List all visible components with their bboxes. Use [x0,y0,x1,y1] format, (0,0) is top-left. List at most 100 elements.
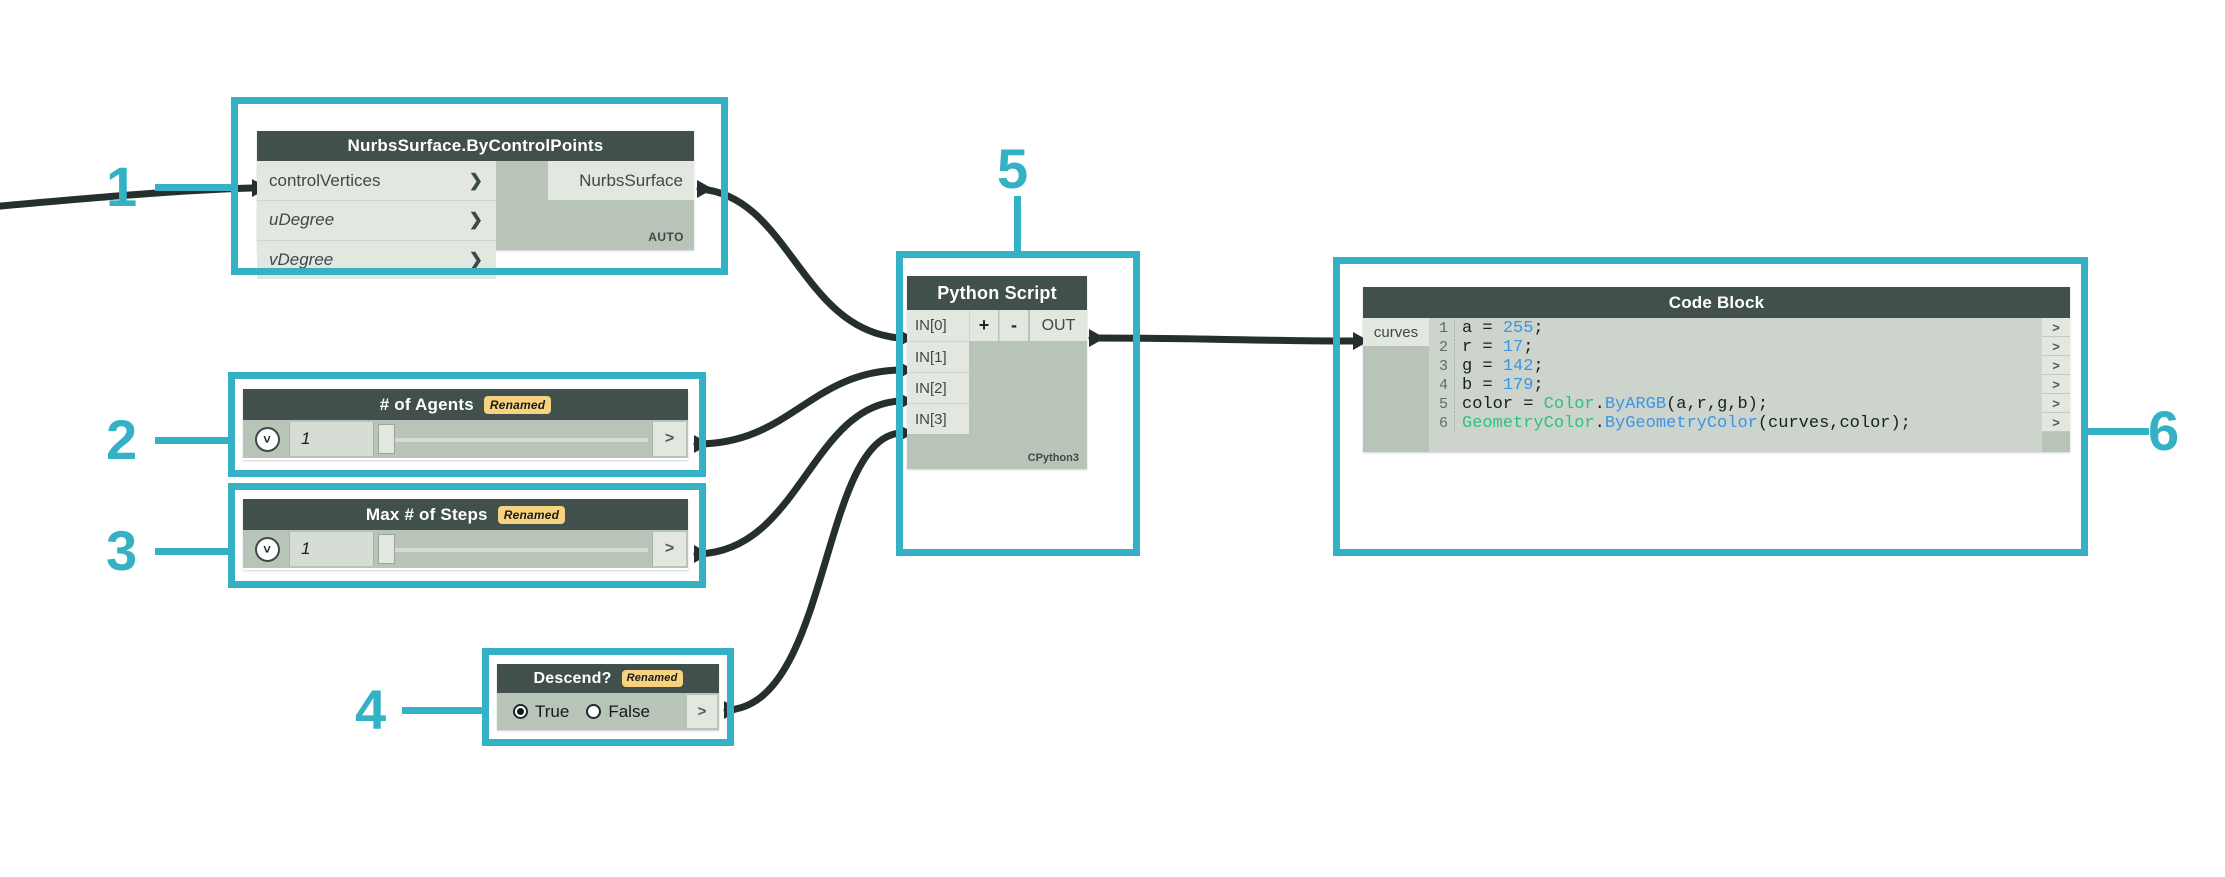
wire-steps-to-in2 [693,397,904,558]
port-in-3[interactable]: IN[3] [907,403,969,434]
code-token: (a,r,g,b); [1666,395,1769,414]
slider-thumb[interactable] [378,424,395,454]
port-slider-output[interactable]: > [652,422,686,456]
code-token: ByGeometryColor [1604,414,1758,433]
node-title: # of Agents Renamed [243,389,688,420]
code-token: 17 [1502,338,1524,357]
port-nurbssurface-output[interactable]: NurbsSurface [548,161,694,200]
node-python-script[interactable]: Python Script IN[0] IN[1] IN[2] IN[3] + … [907,276,1087,469]
radio-selected-dot [517,708,524,715]
leader-line-3 [155,548,233,555]
node-number-slider-agents[interactable]: # of Agents Renamed ˅ 1 > [243,389,688,460]
slider-track[interactable] [373,422,652,456]
radio-true[interactable] [513,704,528,719]
node-body: controlVertices ❯ uDegree ❯ vDegree ❯ Nu… [257,161,694,279]
chevron-down-icon[interactable]: ˅ [254,426,280,452]
input-port-column: IN[0] IN[1] IN[2] IN[3] [907,310,969,434]
node-number-slider-steps[interactable]: Max # of Steps Renamed ˅ 1 > [243,499,688,570]
port-out[interactable]: OUT [1030,310,1087,341]
wire-descend-to-in3 [723,429,904,714]
highlight-box-4 [482,648,734,746]
port-boolean-output[interactable]: > [687,695,717,728]
remove-input-button[interactable]: - [999,310,1028,341]
radio-true-label[interactable]: True [535,701,570,721]
port-controlvertices[interactable]: controlVertices ❯ [257,161,496,200]
port-codeblock-output[interactable]: > [2042,356,2070,375]
node-title-text: Max # of Steps [365,504,488,524]
chevron-down-icon[interactable]: ˅ [254,536,280,562]
node-boolean-descend[interactable]: Descend? Renamed True False > [497,664,719,730]
wire-nurbs-to-in0 [696,185,904,342]
port-codeblock-output[interactable]: > [2042,375,2070,394]
radio-false-label[interactable]: False [608,701,650,721]
port-label: uDegree [269,210,335,230]
leader-line-2 [155,437,233,444]
slider-value-field[interactable]: 1 [289,532,373,566]
node-nurbssurface-bycontrolpoints[interactable]: NurbsSurface.ByControlPoints controlVert… [257,131,694,279]
node-title: Code Block [1363,287,2070,318]
code-line-number: 1 [1429,320,1455,337]
port-codeblock-output[interactable]: > [2042,413,2070,432]
leader-line-6 [2081,428,2149,435]
node-title-text: Python Script [937,282,1057,303]
highlight-box-2 [228,372,706,477]
slider-value-field[interactable]: 1 [289,422,373,456]
leader-line-5 [1014,196,1021,256]
port-label: controlVertices [269,170,381,190]
code-token: ; [1533,357,1544,376]
code-line-number: 4 [1429,377,1455,394]
input-port-column: curves [1363,318,1429,452]
node-body: ˅ 1 > [243,420,688,458]
port-codeblock-output[interactable]: > [2042,318,2070,337]
boolean-options: True False [499,695,687,728]
code-line-number: 2 [1429,339,1455,356]
port-codeblock-output[interactable]: > [2042,337,2070,356]
slider-track-line [394,548,648,552]
code-token: 179 [1502,376,1534,395]
port-udegree[interactable]: uDegree ❯ [257,200,496,240]
chevron-right-icon[interactable]: ❯ [468,210,483,230]
port-label: vDegree [269,249,334,269]
port-codeblock-output[interactable]: > [2042,394,2070,413]
port-in-2[interactable]: IN[2] [907,372,969,403]
chevron-right-icon[interactable]: ❯ [468,249,483,269]
output-port-column: >>>>>> [2042,318,2070,452]
python-engine-label: CPython3 [1027,452,1079,464]
node-title: Python Script [907,276,1087,310]
slider-settings-dropdown[interactable]: ˅ [245,532,289,566]
node-title: NurbsSurface.ByControlPoints [257,131,694,161]
slider-track[interactable] [373,532,652,566]
slider-settings-dropdown[interactable]: ˅ [245,422,289,456]
leader-line-1 [155,184,235,191]
code-line-number: 5 [1429,396,1455,413]
node-body: True False > [497,693,719,730]
code-line-number: 3 [1429,358,1455,375]
slider-thumb[interactable] [378,534,395,564]
code-token: . [1594,395,1605,414]
chevron-right-icon[interactable]: ❯ [468,170,483,190]
node-title-text: NurbsSurface.ByControlPoints [347,136,604,155]
node-title: Descend? Renamed [497,664,719,693]
code-token: ; [1533,319,1544,338]
radio-false[interactable] [586,704,602,719]
code-token: (curves,color); [1757,414,1911,433]
port-slider-output[interactable]: > [652,532,686,566]
slider-track-line [394,438,648,442]
code-token: . [1594,414,1605,433]
node-title: Max # of Steps Renamed [243,499,688,530]
port-curves[interactable]: curves [1363,318,1429,346]
add-input-button[interactable]: + [969,310,998,341]
node-body: IN[0] IN[1] IN[2] IN[3] + - OUT CPython3 [907,310,1087,469]
execution-mode-label: AUTO [648,230,684,244]
callout-label-2: 2 [106,408,138,471]
port-in-0[interactable]: IN[0] [907,310,969,341]
port-in-1[interactable]: IN[1] [907,341,969,372]
highlight-box-6 [1333,257,2088,556]
